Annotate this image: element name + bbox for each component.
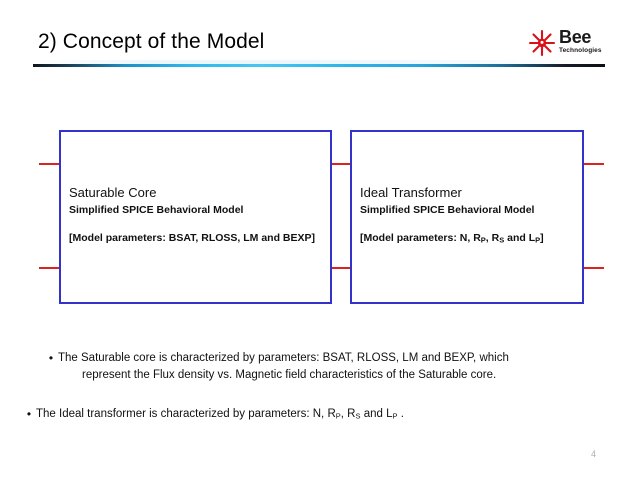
brand-tagline: Technologies — [559, 47, 602, 54]
red-starburst-icon — [528, 29, 556, 57]
middle-top-terminal-wire — [330, 163, 352, 165]
bullet-line-1: The Saturable core is characterized by p… — [58, 352, 509, 364]
bullet-marker-icon: • — [48, 351, 54, 365]
bullet-list: • The Saturable core is characterized by… — [22, 350, 622, 425]
bullet2-mid2: and L — [360, 408, 393, 420]
param-subscript-s: S — [499, 235, 505, 245]
bullet2-subscript-p1: P — [335, 411, 341, 421]
brand-logo: Bee Technologies — [528, 28, 620, 58]
saturable-core-parameters: [Model parameters: BSAT, RLOSS, LM and B… — [69, 232, 316, 244]
left-top-terminal-wire — [39, 163, 61, 165]
param-text-mid2: and L — [504, 232, 536, 244]
bullet2-subscript-p2: P — [392, 411, 398, 421]
left-bottom-terminal-wire — [39, 267, 61, 269]
bullet-marker-icon: • — [26, 407, 32, 421]
saturable-core-block: Saturable Core Simplified SPICE Behavior… — [59, 130, 332, 304]
bullet2-mid1: , R — [340, 408, 356, 420]
ideal-transformer-content: Ideal Transformer Simplified SPICE Behav… — [360, 184, 574, 248]
bullet2-subscript-s: S — [355, 411, 361, 421]
right-bottom-terminal-wire — [582, 267, 604, 269]
param-text-suffix: ] — [540, 232, 544, 244]
brand-name: Bee — [559, 27, 592, 47]
saturable-core-content: Saturable Core Simplified SPICE Behavior… — [69, 184, 322, 245]
page-title: 2) Concept of the Model — [38, 30, 265, 53]
param-subscript-p2: P — [535, 235, 541, 245]
saturable-core-subtitle: Simplified SPICE Behavioral Model — [69, 204, 244, 216]
param-subscript-p1: P — [480, 235, 486, 245]
page-number: 4 — [591, 449, 597, 459]
ideal-transformer-parameters: [Model parameters: N, RP, RS and LP] — [360, 231, 574, 248]
title-divider — [33, 64, 605, 67]
title-divider-glow — [33, 60, 605, 64]
bullet-item-saturable-core: • The Saturable core is characterized by… — [44, 350, 622, 384]
ideal-transformer-subtitle: Simplified SPICE Behavioral Model — [360, 204, 535, 216]
bullet-text-saturable-core: The Saturable core is characterized by p… — [58, 350, 622, 384]
brand-logo-text: Bee Technologies — [559, 28, 619, 55]
bullet2-suffix: . — [397, 408, 404, 420]
bullet-item-ideal-transformer: • The Ideal transformer is characterized… — [22, 406, 622, 425]
param-text-mid1: , R — [485, 232, 500, 244]
bullet-line-2: represent the Flux density vs. Magnetic … — [82, 369, 497, 381]
ideal-transformer-block: Ideal Transformer Simplified SPICE Behav… — [350, 130, 584, 304]
bullet2-prefix: The Ideal transformer is characterized b… — [36, 408, 336, 420]
right-top-terminal-wire — [582, 163, 604, 165]
saturable-core-heading: Saturable Core — [69, 185, 157, 200]
ideal-transformer-heading: Ideal Transformer — [360, 185, 462, 200]
param-text-prefix: [Model parameters: N, R — [360, 232, 481, 244]
bullet-text-ideal-transformer: The Ideal transformer is characterized b… — [36, 406, 622, 425]
middle-bottom-terminal-wire — [330, 267, 352, 269]
